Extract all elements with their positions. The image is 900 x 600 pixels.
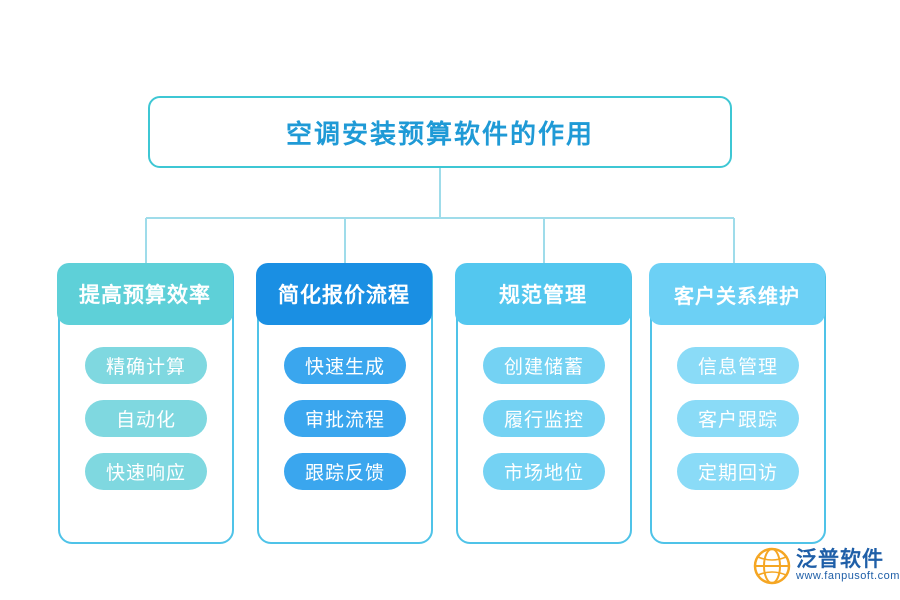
branch-item-label: 快速响应 [105, 463, 186, 484]
branch-header-label: 客户关系维护 [674, 285, 800, 308]
branch-items-3: 创建储蓄 履行监控 市场地位 [483, 347, 605, 490]
branch-item-label: 市场地位 [503, 463, 584, 484]
branch-column-2: 简化报价流程 快速生成 审批流程 跟踪反馈 [256, 263, 433, 544]
branch-column-1: 提高预算效率 精确计算 自动化 快速响应 [57, 263, 234, 544]
branch-column-4: 客户关系维护 信息管理 客户跟踪 定期回访 [649, 263, 826, 544]
branch-item: 市场地位 [483, 453, 605, 490]
root-node: 空调安装预算软件的作用 [148, 96, 732, 168]
branch-item-label: 客户跟踪 [697, 410, 778, 431]
branch-item: 审批流程 [284, 400, 406, 437]
watermark-text: 泛普软件 www.fanpusoft.com [796, 549, 900, 583]
branch-header-4: 客户关系维护 [649, 263, 825, 325]
branch-column-3: 规范管理 创建储蓄 履行监控 市场地位 [455, 263, 632, 544]
branch-item: 创建储蓄 [483, 347, 605, 384]
branch-item: 快速响应 [85, 453, 207, 490]
branch-item-label: 跟踪反馈 [304, 463, 385, 484]
branch-items-1: 精确计算 自动化 快速响应 [85, 347, 207, 490]
watermark-logo: 泛普软件 www.fanpusoft.com [752, 545, 899, 587]
branch-item: 跟踪反馈 [284, 453, 406, 490]
watermark-name-en: www.fanpusoft.com [796, 570, 900, 583]
branch-items-4: 信息管理 客户跟踪 定期回访 [677, 347, 799, 490]
watermark-name-cn: 泛普软件 [796, 548, 884, 572]
branch-header-1: 提高预算效率 [57, 263, 233, 325]
branch-header-label: 简化报价流程 [278, 284, 410, 307]
branch-item: 客户跟踪 [677, 400, 799, 437]
branch-item-label: 定期回访 [697, 463, 778, 484]
branch-header-label: 提高预算效率 [79, 284, 211, 307]
branch-item-label: 快速生成 [304, 357, 385, 378]
branch-header-2: 简化报价流程 [256, 263, 432, 325]
branch-items-2: 快速生成 审批流程 跟踪反馈 [284, 347, 406, 490]
branch-item: 定期回访 [677, 453, 799, 490]
branch-header-3: 规范管理 [455, 263, 631, 325]
branch-item: 快速生成 [284, 347, 406, 384]
branch-item: 信息管理 [677, 347, 799, 384]
branch-item: 精确计算 [85, 347, 207, 384]
globe-icon [752, 546, 792, 586]
branch-item: 自动化 [85, 400, 207, 437]
root-title: 空调安装预算软件的作用 [285, 118, 594, 149]
branch-item-label: 信息管理 [697, 357, 778, 378]
branch-item-label: 自动化 [115, 410, 176, 431]
branch-item-label: 审批流程 [304, 410, 385, 431]
branch-item-label: 精确计算 [105, 357, 186, 378]
branch-item-label: 创建储蓄 [503, 357, 584, 378]
branch-header-label: 规范管理 [499, 284, 587, 307]
branch-item: 履行监控 [483, 400, 605, 437]
branch-item-label: 履行监控 [503, 410, 584, 431]
